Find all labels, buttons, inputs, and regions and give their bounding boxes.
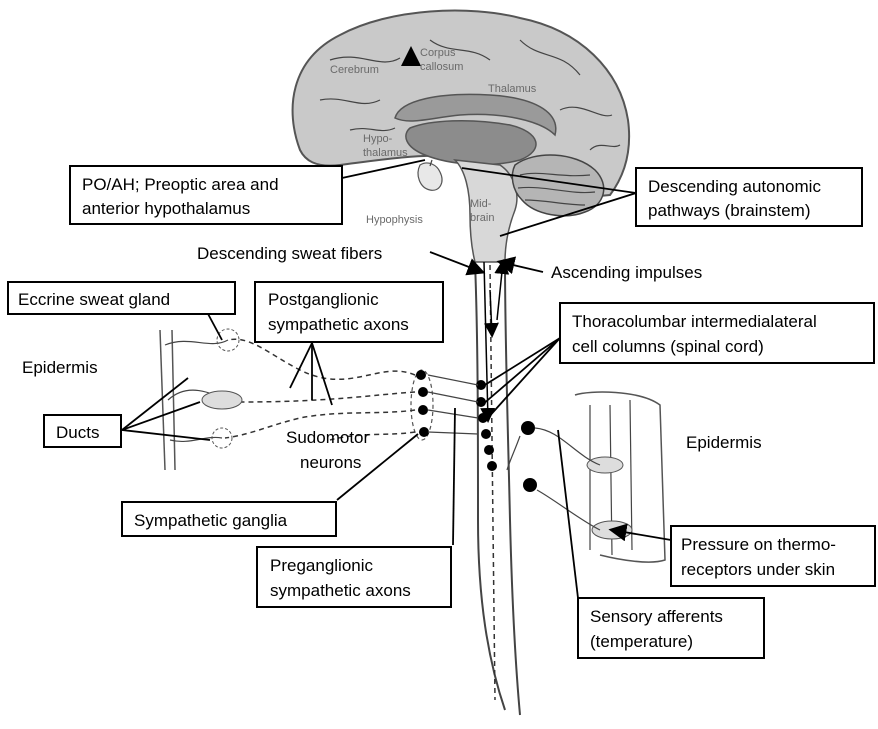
preganglionic-line-2: sympathetic axons [270, 581, 411, 600]
thalamus-shape [406, 121, 536, 165]
postganglionic-line-2: sympathetic axons [268, 315, 409, 334]
box-sensory-afferents: Sensory afferents (temperature) [578, 598, 764, 658]
sensory-line-1: Sensory afferents [590, 607, 723, 626]
poah-line-2: anterior hypothalamus [82, 199, 250, 218]
eccrine-text: Eccrine sweat gland [18, 290, 170, 309]
postganglionic-axons [225, 339, 415, 440]
label-neurons: neurons [300, 453, 361, 472]
label-hypothalamus: thalamus [363, 147, 408, 159]
descending-autonomic-line-1: Descending autonomic [648, 177, 821, 196]
left-skin [160, 329, 242, 470]
box-poah: PO/AH; Preoptic area and anterior hypoth… [70, 166, 342, 224]
right-skin [507, 392, 665, 562]
sympathetic-ganglia-text: Sympathetic ganglia [134, 511, 288, 530]
hypophysis-shape [418, 163, 442, 190]
poah-line-1: PO/AH; Preoptic area and [82, 175, 279, 194]
label-thalamus: Thalamus [488, 83, 537, 95]
spinal-cord [475, 262, 520, 715]
box-preganglionic: Preganglionic sympathetic axons [257, 547, 451, 607]
label-hypophysis: Hypophysis [366, 214, 423, 226]
pressure-line-1: Pressure on thermo- [681, 535, 836, 554]
label-mid: Mid- [470, 198, 492, 210]
thoracolumbar-line-2: cell columns (spinal cord) [572, 337, 764, 356]
label-epidermis-left: Epidermis [22, 358, 98, 377]
sympathetic-ganglia-chain [411, 370, 478, 440]
box-descending-autonomic: Descending autonomic pathways (brainstem… [636, 168, 862, 226]
box-ducts: Ducts [44, 415, 121, 447]
box-thoracolumbar: Thoracolumbar intermedialateral cell col… [560, 303, 874, 363]
label-hypo: Hypo- [363, 133, 393, 145]
label-ascending-impulses: Ascending impulses [551, 263, 702, 282]
label-epidermis-right: Epidermis [686, 433, 762, 452]
thoracolumbar-line-1: Thoracolumbar intermedialateral [572, 312, 817, 331]
label-descending-sweat-fibers: Descending sweat fibers [197, 244, 382, 263]
box-pressure: Pressure on thermo- receptors under skin [671, 526, 875, 586]
label-cerebrum: Cerebrum [330, 64, 379, 76]
box-sympathetic-ganglia: Sympathetic ganglia [122, 502, 336, 536]
label-callosum: callosum [420, 61, 463, 73]
label-sudomotor: Sudomotor [286, 428, 369, 447]
ducts-text: Ducts [56, 423, 99, 442]
label-corpus: Corpus [420, 47, 456, 59]
postganglionic-line-1: Postganglionic [268, 290, 379, 309]
box-postganglionic: Postganglionic sympathetic axons [255, 282, 443, 342]
label-brain: brain [470, 212, 494, 224]
sensory-line-2: (temperature) [590, 632, 693, 651]
descending-autonomic-line-2: pathways (brainstem) [648, 201, 811, 220]
box-eccrine: Eccrine sweat gland [8, 282, 235, 314]
pressure-line-2: receptors under skin [681, 560, 835, 579]
preganglionic-line-1: Preganglionic [270, 556, 374, 575]
brain-illustration: Cerebrum Corpus callosum Thalamus Hypo- … [293, 11, 630, 262]
